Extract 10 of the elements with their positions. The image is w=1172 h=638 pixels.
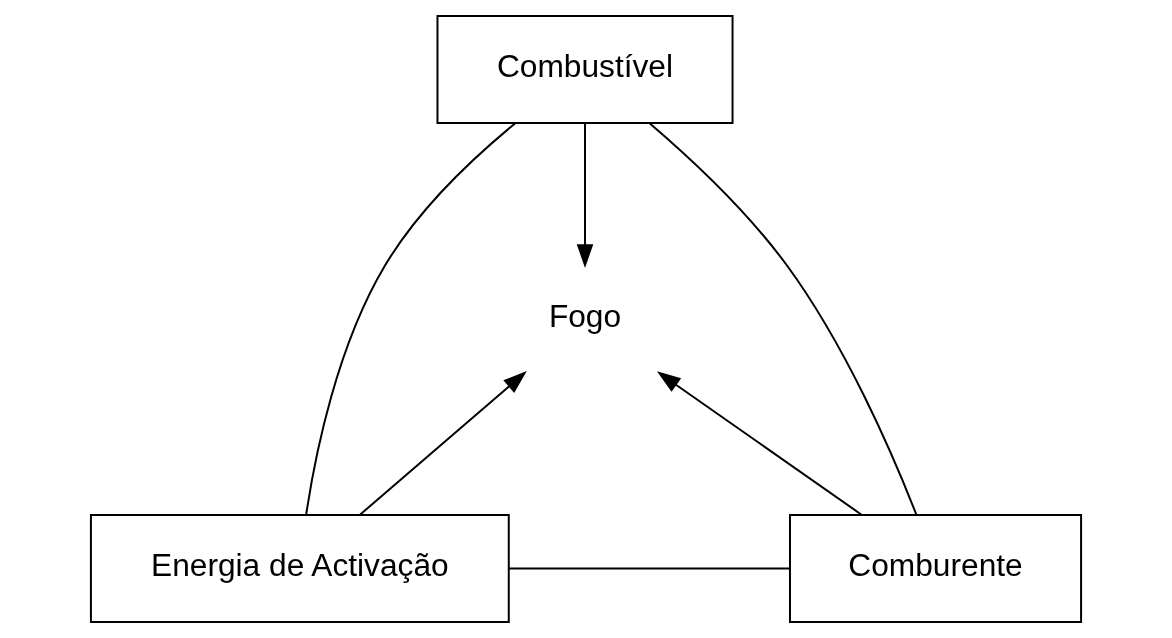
connector bbox=[648, 122, 918, 516]
arrow bbox=[656, 371, 863, 516]
node-text: Fogo bbox=[548, 297, 622, 334]
arrow bbox=[359, 371, 527, 516]
node-box: Combustível bbox=[436, 15, 734, 124]
node-box: Energia de Activação bbox=[89, 514, 510, 623]
connector bbox=[305, 121, 517, 516]
arrow bbox=[576, 122, 594, 268]
connector bbox=[508, 567, 791, 570]
node-box: Comburente bbox=[789, 514, 1083, 623]
